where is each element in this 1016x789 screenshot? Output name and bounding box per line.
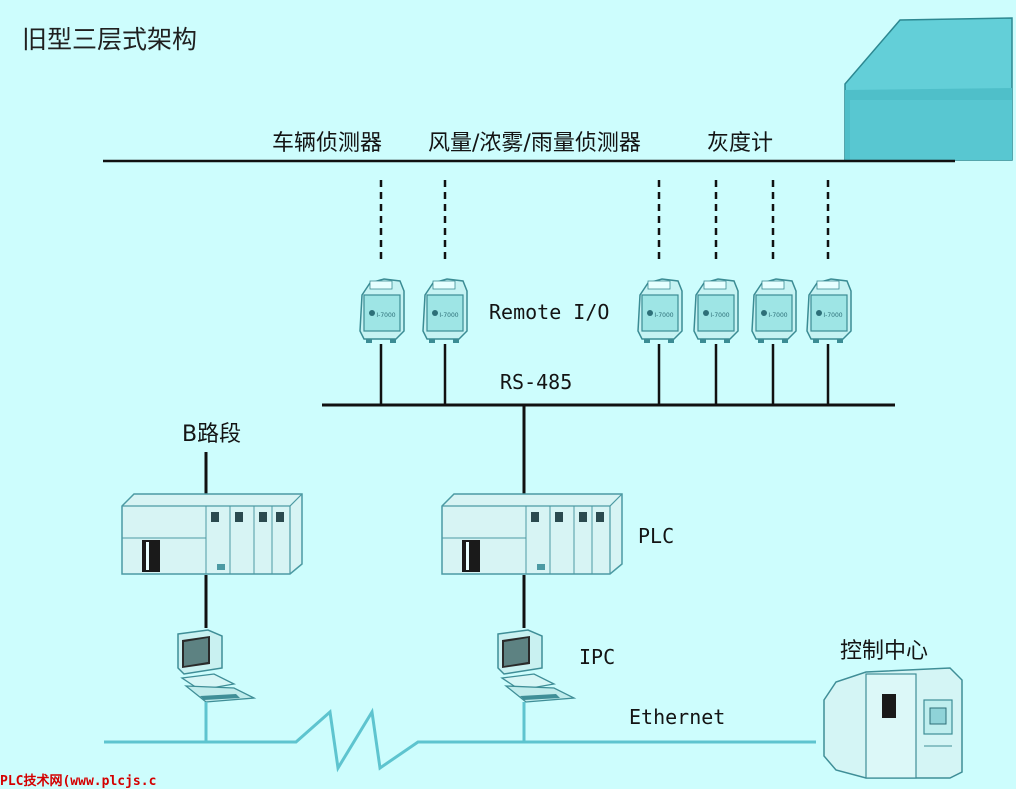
ipc-label: IPC [579, 645, 616, 669]
control-center-label: 控制中心 [840, 639, 929, 664]
watermark: PLC技术网(www.plcjs.c [0, 774, 157, 789]
remote-io-module-icon [637, 278, 683, 344]
plc-rack-icon-b-segment [121, 493, 303, 575]
ethernet-label: Ethernet [629, 705, 726, 729]
remote-io-module-icon [359, 278, 405, 344]
ipc-drops [204, 702, 526, 742]
plc-rack-icon [441, 493, 623, 575]
control-center-icon [823, 667, 963, 779]
remote-io-module-icon [422, 278, 468, 344]
diagram-title: 旧型三层式架构 [22, 25, 198, 54]
ethernet-line [104, 707, 816, 773]
rs485-label: RS-485 [500, 370, 573, 394]
remote-io-module-icon [693, 278, 739, 344]
tunnel-portal-icon [844, 17, 1013, 161]
vehicle-detector-label: 车辆侦测器 [272, 131, 383, 156]
plc-label: PLC [638, 524, 675, 548]
remote-io-module-icon [751, 278, 797, 344]
computer-terminal-icon-b-segment [177, 629, 255, 703]
sensor-links [379, 180, 830, 262]
remote-io-label: Remote I/O [489, 300, 610, 324]
module-drops [379, 344, 830, 405]
b-segment-label: B路段 [182, 422, 242, 447]
remote-io-module-icon [806, 278, 852, 344]
luminance-meter-label: 灰度计 [707, 131, 774, 156]
weather-detector-label: 风量/浓雾/雨量侦测器 [428, 131, 641, 156]
computer-terminal-icon [497, 629, 575, 703]
